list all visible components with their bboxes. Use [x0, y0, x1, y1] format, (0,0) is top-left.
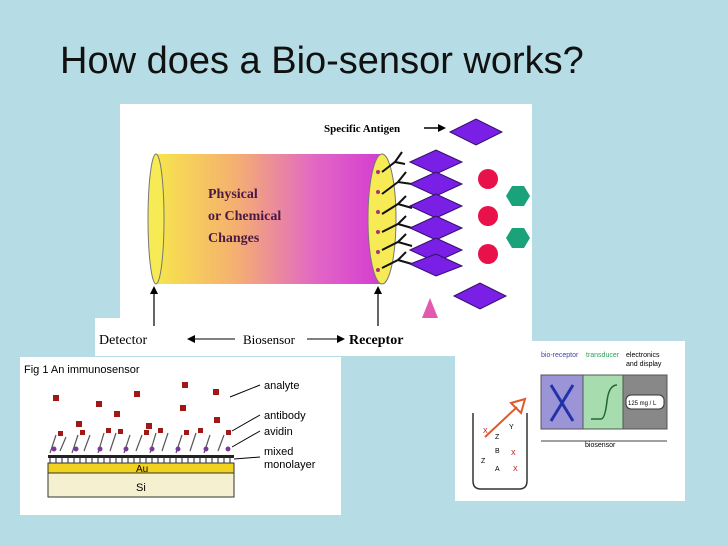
sample-letter: Z: [481, 458, 486, 465]
electronics-label: electronics: [626, 352, 660, 359]
receptor-dots: [376, 170, 380, 272]
immunosensor-figure: Fig 1 An immunosensor: [20, 357, 341, 515]
avidin-label: avidin: [264, 426, 293, 438]
signal-arrow-icon: [484, 397, 527, 438]
free-antigen: [452, 282, 508, 310]
non-specific-circle: [478, 169, 498, 189]
changes-text-line3: Changes: [208, 231, 260, 246]
biosensor-schematic-svg: bio-receptor transducer electronics and …: [472, 352, 668, 490]
non-specific-hexagon: [506, 228, 530, 248]
antibody-label: antibody: [264, 410, 306, 422]
sample-letter: X: [483, 428, 488, 435]
changes-text-line2: or Chemical: [208, 209, 281, 224]
antibody-layer: [49, 432, 225, 454]
mixed-label: mixed: [264, 446, 293, 458]
sample-letter: Z: [495, 434, 500, 441]
receptor-end: [367, 153, 397, 285]
non-specific-circle: [478, 206, 498, 226]
display-readout: [625, 394, 665, 410]
non-specific-triangle: [422, 298, 438, 318]
silicon-substrate: [47, 472, 235, 498]
main-biosensor-diagram: Specific Antigen Physical or Chemical Ch…: [120, 104, 532, 352]
non-specific-hexagon: [506, 186, 530, 206]
biosensor-schematic: bio-receptor transducer electronics and …: [455, 341, 685, 501]
receptor-x-icon: [549, 384, 575, 422]
non-specific-circle: [478, 244, 498, 264]
biosensor-label: Biosensor: [243, 332, 296, 347]
detector-label: Detector: [99, 333, 148, 348]
monolayer-base: [48, 455, 234, 458]
receptor-arms: [381, 151, 413, 269]
changes-text-line1: Physical: [208, 187, 258, 202]
sample-letter: A: [495, 466, 500, 473]
fig-caption: Fig 1 An immunosensor: [24, 364, 140, 376]
slide-title: How does a Bio-sensor works?: [60, 40, 584, 82]
transducer-block: [582, 374, 624, 430]
sample-beaker: [472, 413, 528, 490]
bound-analyte: [58, 428, 231, 436]
monolayer-label: monolayer: [264, 459, 316, 471]
analyte-label: analyte: [264, 380, 299, 392]
schematic-biosensor-label: biosensor: [585, 442, 616, 449]
main-diagram-bottom-labels: Detector Biosensor Receptor: [99, 332, 403, 348]
immunosensor-svg: Fig 1 An immunosensor: [24, 364, 316, 498]
biosensor-cylinder: [156, 154, 382, 284]
avidin-layer: [51, 446, 231, 452]
main-diagram-svg: Specific Antigen Physical or Chemical Ch…: [147, 118, 530, 326]
au-label: Au: [136, 464, 148, 475]
analyte-markers: [53, 382, 220, 429]
bound-antigens: [408, 149, 464, 277]
si-label: Si: [136, 482, 146, 494]
sigmoid-icon: [591, 384, 618, 420]
sample-letter: X: [513, 466, 518, 473]
mixed-monolayer: [49, 457, 231, 463]
specific-antigen-label: Specific Antigen: [324, 123, 400, 135]
detector-end: [147, 153, 165, 285]
display-label: and display: [626, 361, 662, 368]
free-antigen: [448, 118, 504, 146]
sample-letter: Y: [509, 424, 514, 431]
sample-letter: B: [495, 448, 500, 455]
reading-value: 125 mg / L: [628, 401, 657, 407]
sample-letter: X: [511, 450, 516, 457]
receptor-label: Receptor: [349, 333, 403, 348]
transducer-label: transducer: [586, 352, 620, 359]
bio-receptor-label: bio-receptor: [541, 352, 579, 359]
